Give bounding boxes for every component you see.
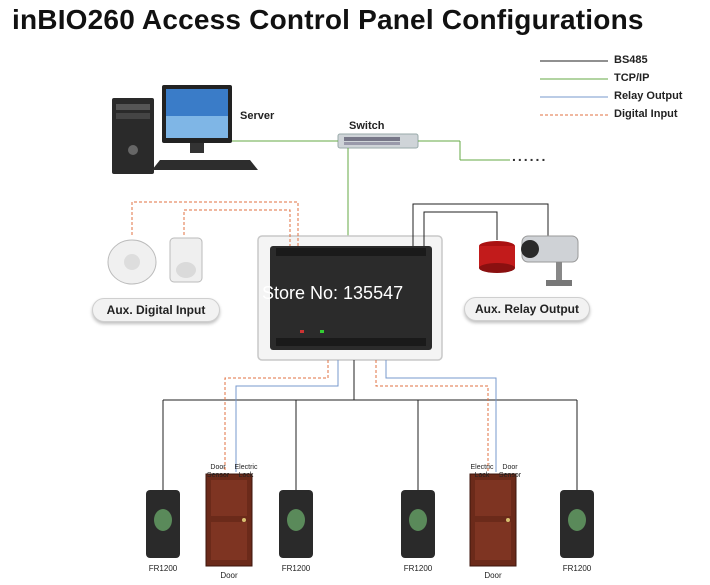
legend-label-digital: Digital Input (614, 108, 678, 120)
reader-4-label: FR1200 (562, 564, 592, 573)
reader-3-label: FR1200 (403, 564, 433, 573)
door-right-icon (469, 473, 517, 567)
motion-sensor-icon (169, 237, 203, 283)
switch-label: Switch (349, 120, 385, 132)
door-right-label: Door (484, 571, 502, 580)
legend-label-tcpip: TCP/IP (614, 72, 650, 84)
relay-output-wires (412, 203, 549, 246)
fingerprint-reader-3 (401, 490, 435, 558)
legend-label-bs485: BS485 (614, 54, 648, 66)
switch-icon (337, 133, 419, 149)
door-left-label: Door (220, 571, 238, 580)
left-door-sensor-label: Door Sensor (206, 464, 230, 479)
server-label: Server (240, 110, 275, 122)
right-door-sensor-label: Door Sensor (498, 464, 522, 479)
store-watermark: Store No: 135547 (262, 283, 404, 303)
left-electric-lock-label: Electric Lock (234, 464, 258, 479)
aux-digital-input-label: Aux. Digital Input (92, 298, 220, 322)
reader-1-label: FR1200 (148, 564, 178, 573)
digital-input-wires (131, 201, 299, 246)
more-devices-ellipsis: ...... (512, 148, 548, 164)
siren-icon (479, 241, 515, 273)
door-left-icon (205, 473, 253, 567)
aux-relay-output-label: Aux. Relay Output (464, 297, 590, 321)
legend-label-relay: Relay Output (614, 90, 683, 102)
smoke-detector-icon (107, 239, 157, 285)
cctv-camera-icon (521, 235, 579, 286)
diagram-title: inBIO260 Access Control Panel Configurat… (12, 4, 644, 35)
rs485-bus (162, 360, 578, 492)
fingerprint-reader-2 (279, 490, 313, 558)
server-icon (112, 85, 258, 174)
reader-2-label: FR1200 (281, 564, 311, 573)
fingerprint-reader-1 (146, 490, 180, 558)
right-lock-wire (385, 360, 497, 472)
inbio260-panel (270, 246, 432, 350)
fingerprint-reader-4 (560, 490, 594, 558)
right-door-sensor-wire (375, 360, 489, 472)
left-lock-wire (235, 360, 339, 472)
left-door-sensor-wire (224, 360, 329, 472)
right-electric-lock-label: Electric Lock (470, 464, 494, 479)
